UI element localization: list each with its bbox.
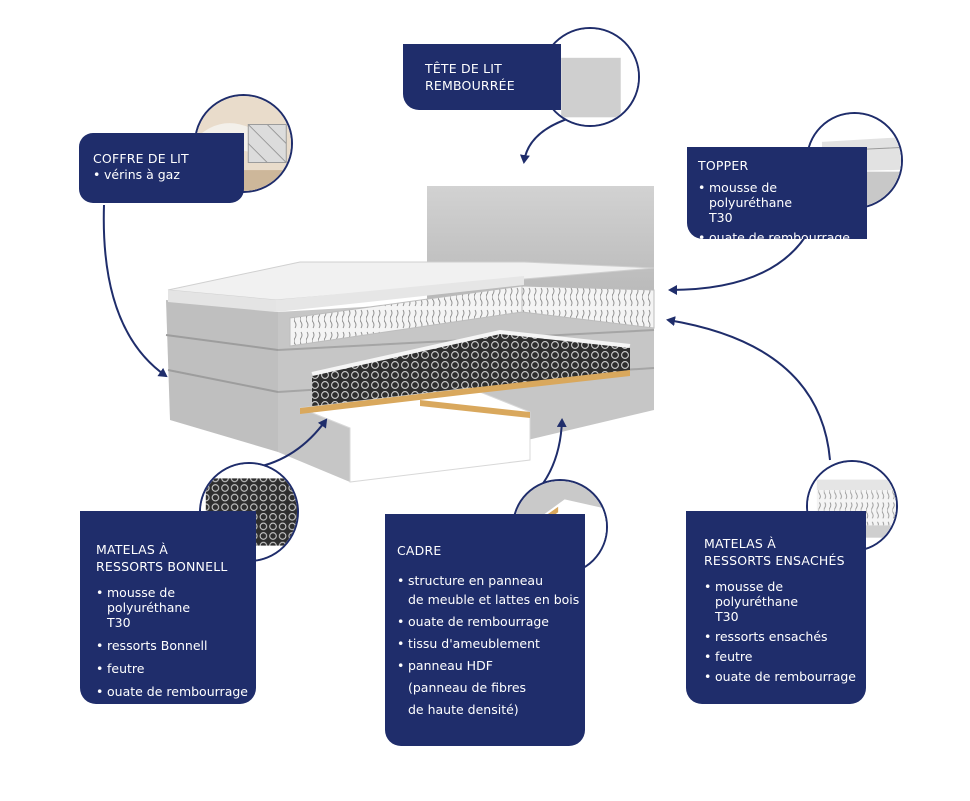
bonnell-spring-layer [312,332,630,412]
label-title: MATELAS À [96,542,168,557]
list-item: mousse de polyuréthane T30 [698,180,816,225]
label-bonnell-mattress: MATELAS À RESSORTS BONNELL mousse de pol… [80,511,256,704]
list-item: structure en panneau [397,573,585,588]
list-item: ouate de rembourrage [397,614,585,629]
label-title: RESSORTS ENSACHÉS [704,553,845,568]
label-title: MATELAS À [704,536,776,551]
list-item: de meuble et lattes en bois [408,592,580,607]
list-item: feutre [96,661,211,676]
arrow-icon [519,117,571,164]
list-item: ressorts ensachés [704,629,828,644]
list-item: tissu d'ameublement [397,636,585,651]
label-storage: COFFRE DE LIT vérins à gaz [79,133,244,203]
list-item: feutre [704,649,822,664]
list-item: (panneau de fibres [408,680,527,695]
label-frame: CADRE structure en panneau de meuble et … [385,514,585,746]
list-item: ouate de rembourrage [698,230,850,239]
label-title: REMBOURRÉE [425,78,515,93]
list-item: vérins à gaz [93,167,244,182]
arrow-icon [666,316,831,461]
list-item: ouate de rembourrage [704,669,856,684]
label-headboard: TÊTE DE LIT REMBOURRÉE [403,44,561,110]
list-item: ressorts Bonnell [96,638,211,653]
label-pocket-spring-mattress: MATELAS À RESSORTS ENSACHÉS mousse de po… [686,511,866,704]
list-item: mousse de polyuréthane T30 [96,585,211,630]
list-item: panneau HDF [397,658,585,673]
label-title: COFFRE DE LIT [93,151,189,166]
arrow-icon [102,204,168,378]
bed-base-left [166,300,278,452]
label-title: TÊTE DE LIT [425,61,503,76]
list-item: de haute densité) [408,702,519,717]
label-title: CADRE [397,543,442,558]
label-topper: TOPPER mousse de polyuréthane T30 ouate … [687,147,867,239]
list-item: ouate de rembourrage [96,684,248,699]
label-title: RESSORTS BONNELL [96,559,228,574]
label-title: TOPPER [698,158,749,173]
list-item: mousse de polyuréthane T30 [704,579,822,624]
